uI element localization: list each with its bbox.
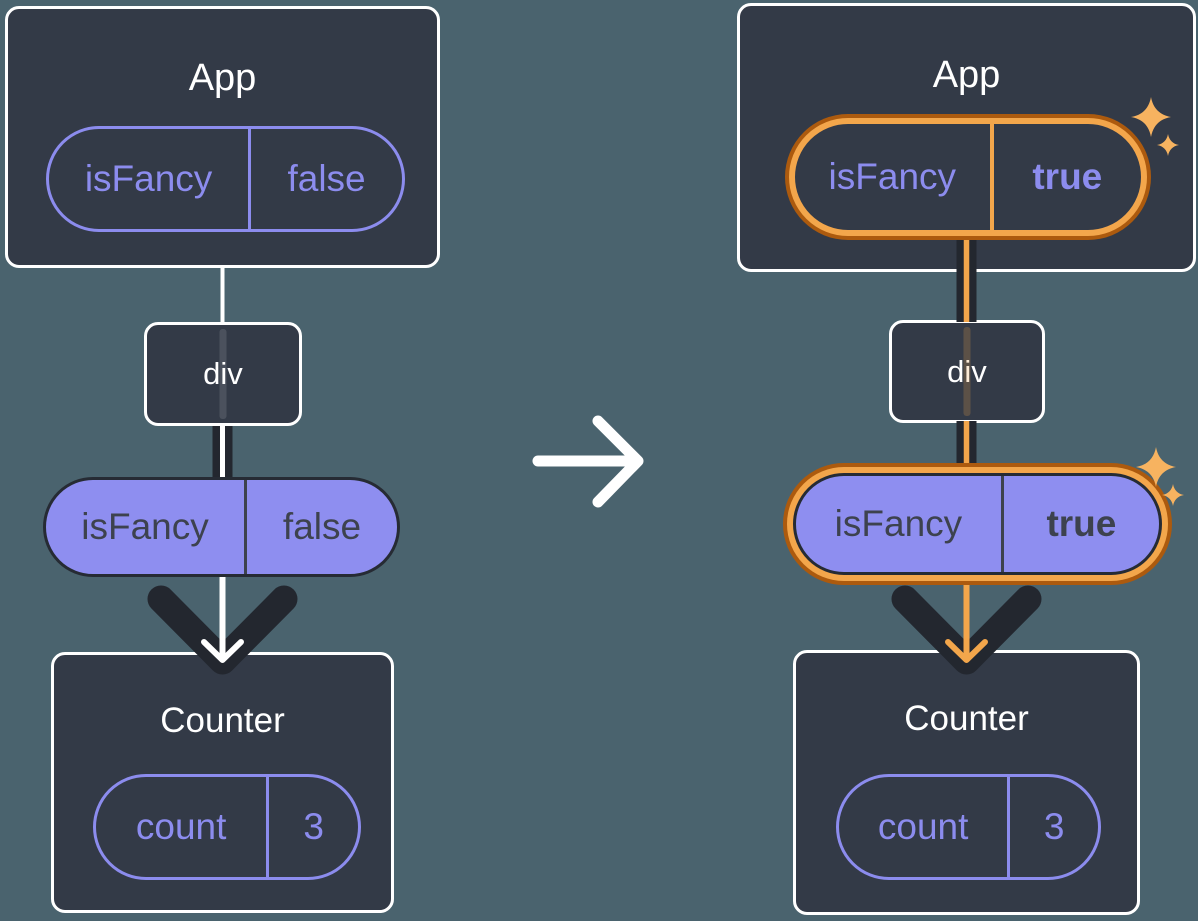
before-div-box: div [144,322,302,426]
before-counter-state-name: count [96,777,270,877]
after-counter-title: Counter [904,699,1029,738]
before-app-prop-name: isFancy [49,129,252,229]
before-passed-prop-value: false [282,506,362,547]
after-counter-state-name: count [839,777,1011,877]
after-div-label: div [947,353,987,389]
before-counter-title: Counter [160,701,285,740]
after-div-prop-connector-dark [956,421,977,467]
before-app-title: App [188,57,257,99]
before-counter-box: Counter count 3 [51,652,394,913]
before-div-label: div [203,356,243,391]
after-app-prop-name: isFancy [795,124,994,230]
before-app-prop-value: false [287,158,366,199]
after-app-title: App [932,54,1001,96]
sparkle-big [1131,97,1171,137]
before-div-ghost-line [219,329,227,419]
after-counter-state-pill: count 3 [836,774,1101,880]
sparkle-small [1162,484,1184,506]
sparkle-big [1136,447,1176,487]
after-app-prop-value: true [1032,156,1103,197]
arrow-right-icon-head [592,415,644,508]
before-counter-state-pill: count 3 [93,774,361,880]
after-passed-prop-value: true [1046,503,1117,544]
after-app-prop-pill: isFancy true [789,118,1147,236]
sparkle-icon [1136,447,1184,506]
before-passed-prop-name: isFancy [46,480,247,574]
after-counter-state-value: 3 [1043,806,1065,847]
sparkle-small [1157,134,1179,156]
before-counter-state-value: 3 [303,806,324,847]
before-div-prop-connector-dark [212,426,233,479]
after-passed-prop-name: isFancy [796,476,1004,572]
before-app-box: App isFancy false [5,6,440,268]
before-app-prop-pill: isFancy false [46,126,405,232]
after-div-box: div [889,320,1045,423]
after-div-ghost-line [963,327,971,416]
after-counter-box: Counter count 3 [793,650,1140,915]
after-passed-prop-pill: isFancy true [793,473,1162,575]
before-passed-prop-pill: isFancy false [43,477,400,577]
sparkle-icon [1131,97,1179,156]
